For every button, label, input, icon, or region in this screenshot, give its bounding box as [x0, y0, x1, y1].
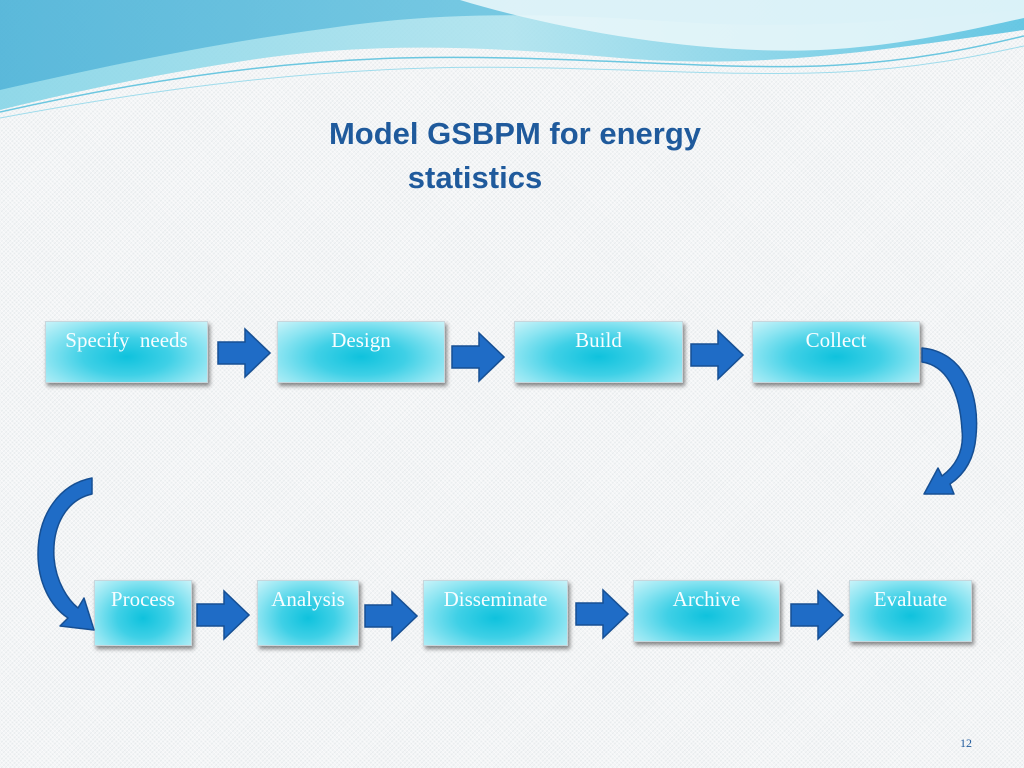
arrow-right-icon [364, 590, 418, 642]
step-archive: Archive [633, 580, 780, 642]
step-analysis: Analysis [257, 580, 359, 646]
curved-arrow-down-icon [921, 347, 978, 495]
step-collect: Collect [752, 321, 920, 383]
title-line-2: statistics [407, 160, 543, 195]
page-number: 12 [960, 736, 972, 750]
curved-arrow-down-icon [37, 477, 95, 631]
step-design: Design [277, 321, 445, 383]
title-line-1: Model GSBPM for energy [328, 116, 702, 151]
step-build: Build [514, 321, 683, 383]
arrow-right-icon [451, 331, 505, 383]
header-wave-decoration [0, 0, 1024, 119]
step-process: Process [94, 580, 192, 646]
step-evaluate: Evaluate [849, 580, 972, 642]
arrow-right-icon [217, 327, 271, 379]
arrow-right-icon [575, 588, 629, 640]
arrow-right-icon [690, 329, 744, 381]
slide-title: Model GSBPM for energy statistics [250, 112, 780, 200]
step-specify-needs: Specify needs [45, 321, 208, 383]
step-disseminate: Disseminate [423, 580, 568, 646]
arrow-right-icon [790, 589, 844, 641]
arrow-right-icon [196, 589, 250, 641]
